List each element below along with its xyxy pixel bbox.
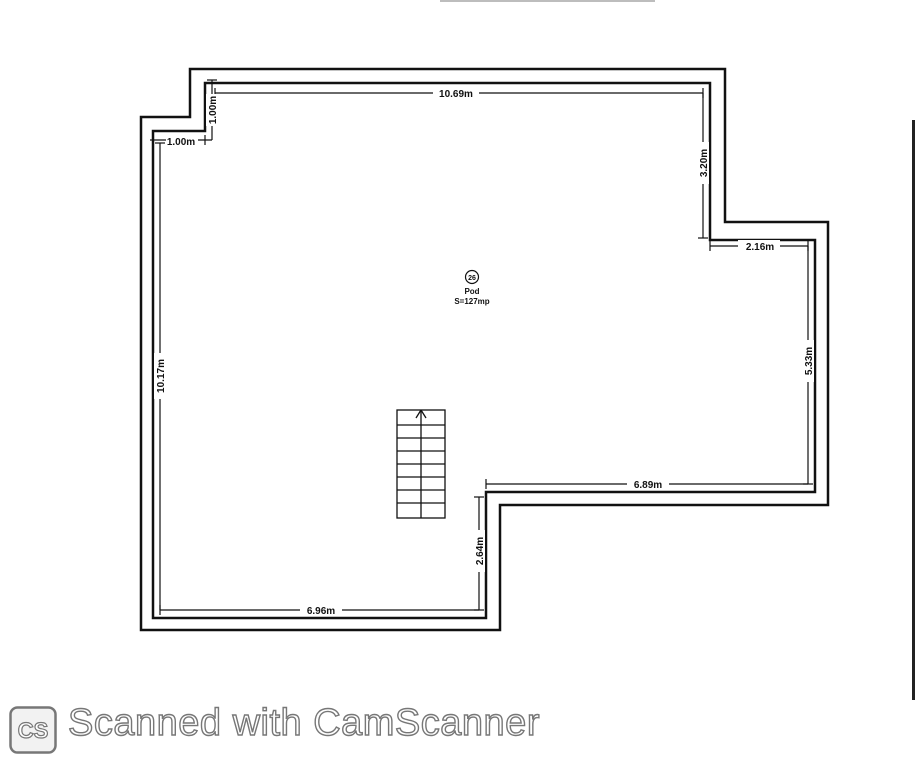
dim-right-step: 2.16m: [746, 242, 774, 253]
dim-notch-vertical: 1.00m: [208, 96, 219, 124]
label-bg: [802, 340, 814, 382]
dim-left-wall: 10.17m: [156, 359, 167, 393]
dim-lower-step-wall: 2.64m: [475, 537, 486, 565]
inner-wall: [151, 81, 817, 620]
dim-right-wall: 5.33m: [804, 347, 815, 375]
label-bg: [300, 604, 342, 616]
scan-edge-mark-right: [912, 120, 915, 700]
label-bg: [206, 94, 218, 126]
label-bg: [738, 240, 780, 252]
dim-bottom-wall: 6.96m: [307, 606, 335, 617]
scan-edge-mark-top: [440, 0, 655, 2]
room-number: 26: [468, 275, 476, 282]
dim-upper-right-wall: 3.20m: [699, 149, 710, 177]
dim-notch-horizontal: 1.00m: [167, 137, 195, 148]
staircase: [396, 409, 446, 519]
svg-text:CS: CS: [18, 718, 49, 743]
outer-wall: [139, 67, 830, 632]
dim-top-wall: 10.69m: [439, 89, 473, 100]
label-bg: [627, 478, 669, 490]
dim-middle-step: 6.89m: [634, 480, 662, 491]
room-name: Pod: [464, 287, 479, 296]
floor-plan: 10.69m 3.20m 2.16m 5.33m 6.89m 2.64m 6.9…: [139, 67, 830, 632]
camscanner-logo-icon: CS: [9, 706, 57, 754]
room-number-circle: [464, 269, 480, 285]
label-bg: [697, 142, 709, 184]
scanner-watermark-caption: Scanned with CamScanner: [67, 701, 540, 744]
room-area: S=127mp: [454, 297, 489, 306]
label-bg: [473, 530, 485, 572]
label-bg: [154, 353, 166, 399]
label-bg: [166, 135, 198, 146]
label-bg: [433, 87, 479, 99]
